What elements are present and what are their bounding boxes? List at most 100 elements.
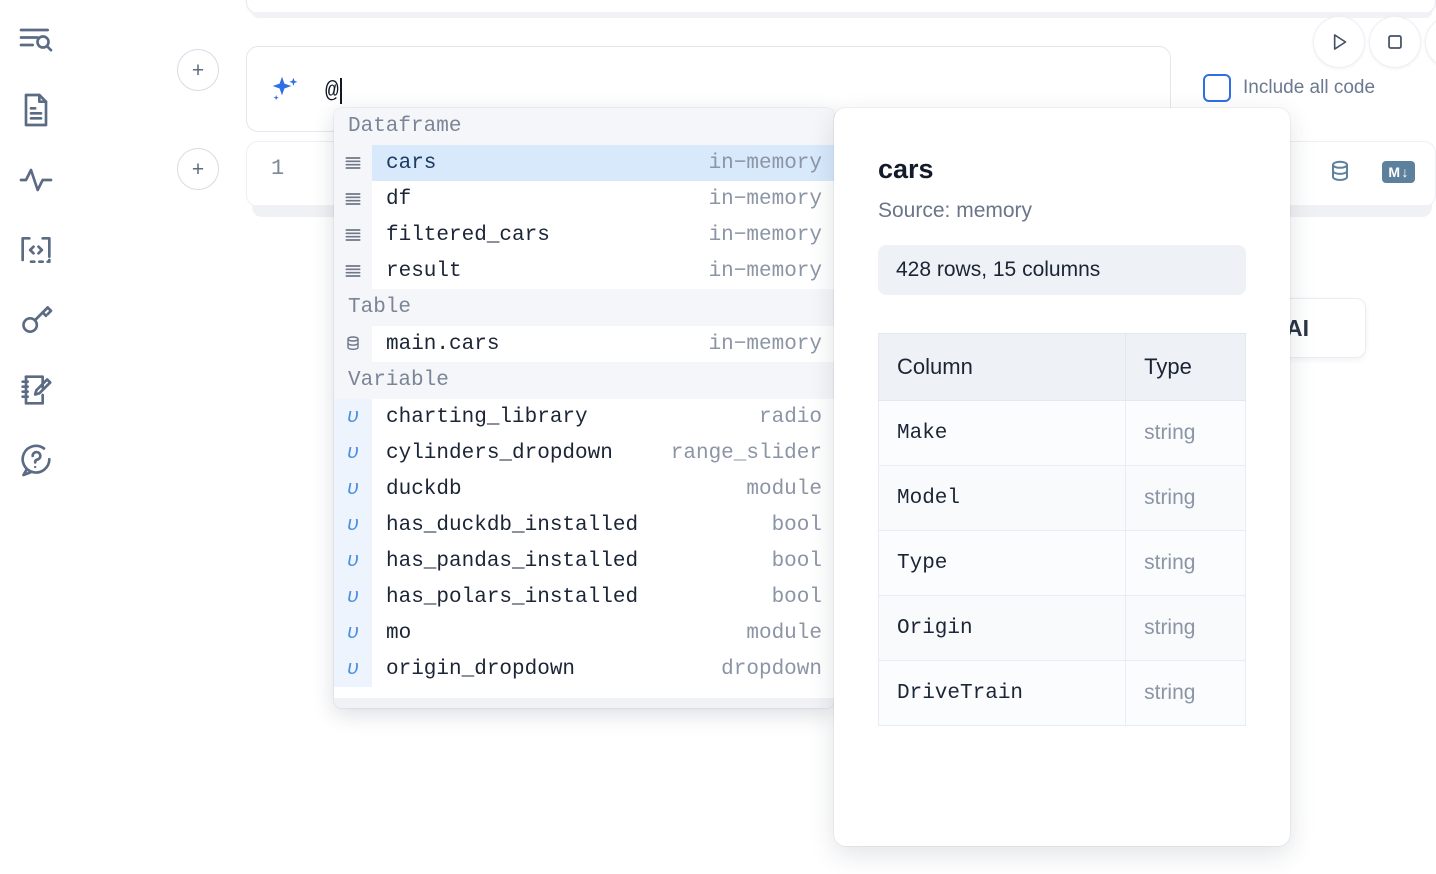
- column-name-cell: Make: [877, 400, 1127, 466]
- include-all-code-label: Include all code: [1243, 77, 1376, 98]
- autocomplete-item-kind: bool: [771, 549, 822, 573]
- autocomplete-item-kind: bool: [771, 513, 822, 537]
- secrets-key-icon[interactable]: [14, 298, 58, 342]
- autocomplete-item-body: has_duckdb_installed bool: [372, 507, 834, 543]
- dataset-preview-panel: cars Source: memory 428 rows, 15 columns…: [834, 108, 1290, 846]
- ai-prompt-value: @: [325, 78, 339, 104]
- autocomplete-item-name: has_duckdb_installed: [386, 513, 639, 537]
- add-cell-button-top[interactable]: +: [177, 49, 219, 91]
- more-actions-button[interactable]: [1425, 16, 1436, 68]
- variable-icon: υ: [334, 651, 372, 687]
- autocomplete-item[interactable]: df in−memory: [334, 181, 834, 217]
- column-name-cell: Type: [877, 530, 1127, 596]
- autocomplete-item-name: has_polars_installed: [386, 585, 639, 609]
- autocomplete-item[interactable]: result in−memory: [334, 253, 834, 289]
- snippets-code-icon[interactable]: [14, 228, 58, 272]
- variable-icon: υ: [334, 579, 372, 615]
- database-icon[interactable]: [1326, 158, 1354, 186]
- markdown-label: M: [1388, 164, 1401, 180]
- autocomplete-item-kind: in−memory: [708, 187, 822, 211]
- autocomplete-item-name: df: [386, 187, 412, 211]
- scratchpad-edit-icon[interactable]: [14, 368, 58, 412]
- autocomplete-item-body: df in−memory: [372, 181, 834, 217]
- autocomplete-item-name: has_pandas_installed: [386, 549, 639, 573]
- autocomplete-item-kind: range_slider: [670, 441, 822, 465]
- column-name-cell: DriveTrain: [877, 660, 1127, 726]
- autocomplete-item-kind: module: [746, 477, 822, 501]
- dataframe-icon: [334, 145, 372, 181]
- column-type-cell: string: [1125, 595, 1246, 661]
- explorer-search-icon[interactable]: [14, 18, 58, 62]
- help-icon[interactable]: [14, 438, 58, 482]
- stop-button[interactable]: [1369, 16, 1421, 68]
- file-icon[interactable]: [14, 88, 58, 132]
- autocomplete-item-kind: bool: [771, 585, 822, 609]
- previous-cell-shadow: [252, 12, 1432, 18]
- autocomplete-item[interactable]: filtered_cars in−memory: [334, 217, 834, 253]
- autocomplete-item-body: has_pandas_installed bool: [372, 543, 834, 579]
- autocomplete-item-kind: in−memory: [708, 223, 822, 247]
- autocomplete-item[interactable]: υ cylinders_dropdown range_slider: [334, 435, 834, 471]
- run-button[interactable]: [1313, 16, 1365, 68]
- plus-icon: +: [191, 58, 205, 82]
- include-all-code-toggle[interactable]: Include all code: [1203, 74, 1375, 102]
- autocomplete-item[interactable]: υ has_duckdb_installed bool: [334, 507, 834, 543]
- ai-sparkle-icon: [267, 73, 303, 109]
- table-header-cell: Type: [1125, 333, 1246, 401]
- column-type-cell: string: [1125, 465, 1246, 531]
- autocomplete-item-body: result in−memory: [372, 253, 834, 289]
- table-header-cell: Column: [877, 333, 1127, 401]
- markdown-icon[interactable]: M↓: [1382, 161, 1415, 183]
- autocomplete-item-kind: in−memory: [708, 259, 822, 283]
- dataframe-icon: [334, 217, 372, 253]
- autocomplete-item[interactable]: υ has_polars_installed bool: [334, 579, 834, 615]
- variable-icon: υ: [334, 507, 372, 543]
- preview-shape-badge: 428 rows, 15 columns: [878, 245, 1246, 295]
- preview-source: Source: memory: [878, 199, 1033, 222]
- column-name-cell: Origin: [877, 595, 1127, 661]
- column-type-cell: string: [1125, 400, 1246, 466]
- column-type-cell: string: [1125, 660, 1246, 726]
- autocomplete-item-name: mo: [386, 621, 412, 645]
- autocomplete-item-body: cylinders_dropdown range_slider: [372, 435, 834, 471]
- dataframe-icon: [334, 181, 372, 217]
- autocomplete-item-name: filtered_cars: [386, 223, 550, 247]
- variable-icon: υ: [334, 399, 372, 435]
- autocomplete-item-name: cylinders_dropdown: [386, 441, 613, 465]
- autocomplete-item-body: mo module: [372, 615, 834, 651]
- autocomplete-item-kind: in−memory: [708, 151, 822, 175]
- column-name-cell: Model: [877, 465, 1127, 531]
- markdown-arrow: ↓: [1401, 164, 1409, 180]
- autocomplete-item-kind: module: [746, 621, 822, 645]
- ai-prompt-input[interactable]: @: [325, 73, 1170, 109]
- autocomplete-item-kind: in−memory: [708, 332, 822, 356]
- autocomplete-item-body: filtered_cars in−memory: [372, 217, 834, 253]
- activity-icon[interactable]: [14, 158, 58, 202]
- include-all-code-checkbox[interactable]: [1203, 74, 1231, 102]
- add-cell-button-bottom[interactable]: +: [177, 148, 219, 190]
- autocomplete-item-name: result: [386, 259, 462, 283]
- variable-icon: υ: [334, 435, 372, 471]
- preview-title: cars: [878, 154, 934, 184]
- dataframe-icon: [334, 253, 372, 289]
- variable-icon: υ: [334, 471, 372, 507]
